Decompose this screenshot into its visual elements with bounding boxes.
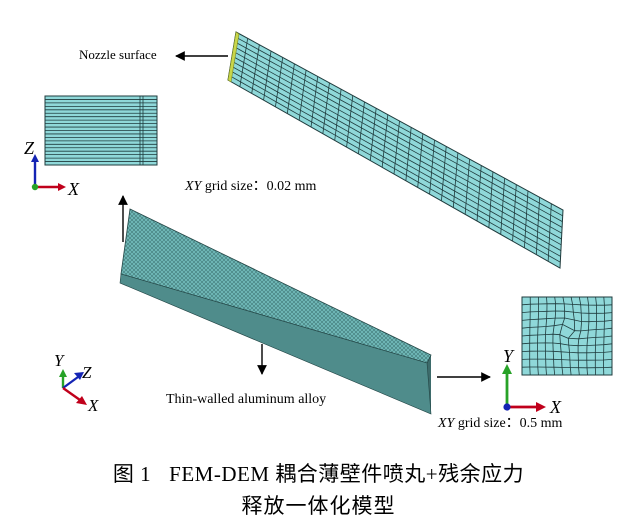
nozzle-surface-label: Nozzle surface [79, 47, 157, 62]
refined-mesh-inset [521, 296, 613, 376]
svg-text:Y: Y [503, 346, 515, 366]
grid-size-label-fine: XY grid size：0.02 mm [185, 179, 317, 194]
axis-triad-bottom-left: Y Z X [54, 351, 99, 415]
aluminum-plate [119, 208, 432, 415]
svg-text:X: X [67, 179, 80, 199]
grid-size-label-coarse: XY grid size：0.5 mm [438, 416, 563, 431]
layered-mesh-inset [44, 95, 158, 166]
svg-text:Y: Y [54, 351, 65, 370]
axis-triad-top-left: Z X [24, 138, 80, 199]
nozzle-surface-mesh [227, 31, 564, 269]
svg-text:Z: Z [82, 363, 92, 382]
plate-label: Thin-walled aluminum alloy [166, 392, 327, 407]
svg-text:X: X [87, 396, 99, 415]
svg-text:X: X [549, 397, 562, 417]
figure-caption-line2: 释放一体化模型 [241, 494, 396, 518]
axis-triad-bottom-right: Y X [502, 346, 562, 417]
svg-text:Z: Z [24, 138, 35, 158]
